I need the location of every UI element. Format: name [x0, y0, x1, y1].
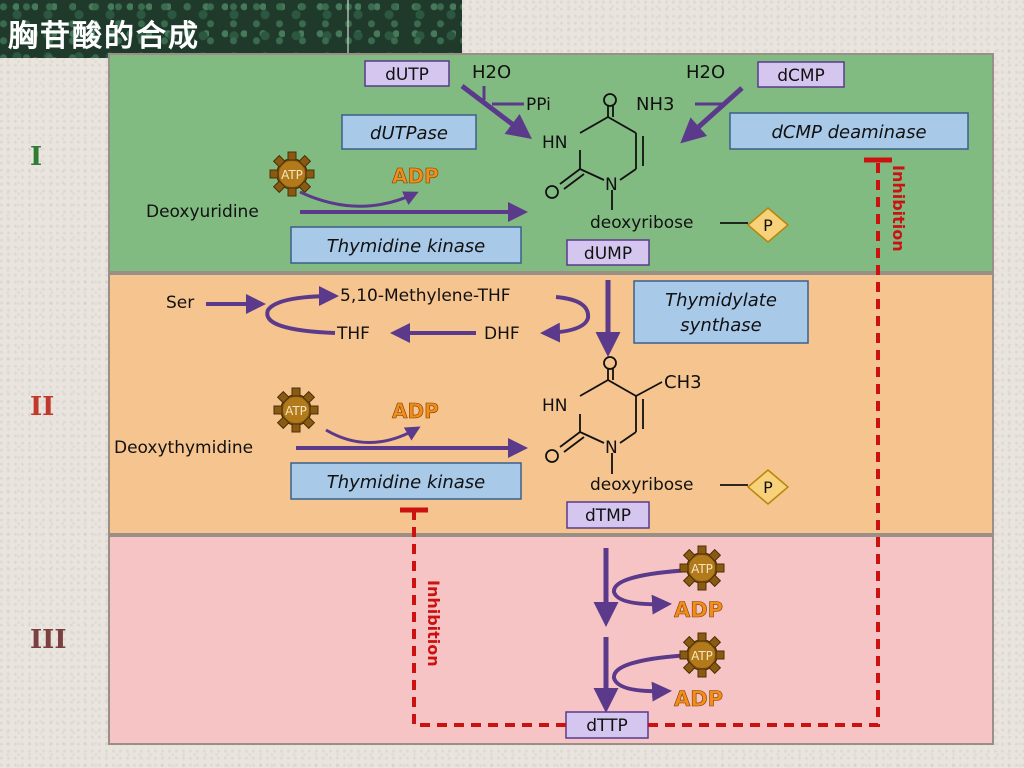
title-divider: [347, 0, 349, 58]
dutp-to-dump-arrow: [460, 84, 532, 140]
dump-deoxyribose-label: deoxyribose: [590, 213, 693, 233]
atp-gear-icon-iii-a: ATP: [679, 545, 725, 591]
thymidine-kinase-label-i: Thymidine kinase: [327, 236, 486, 257]
dttp-label: dTTP: [586, 716, 628, 736]
atp-gear-icon-ii: ATP: [273, 387, 319, 433]
h2o-label-left: H2O: [472, 62, 511, 83]
dtmp-box: dTMP: [566, 501, 650, 529]
section-label-iii: III: [30, 625, 67, 655]
thymine-hn-label: HN: [542, 396, 568, 416]
thymine-ring-structure: [559, 369, 663, 474]
dutp-label: dUTP: [385, 65, 429, 85]
dcmp-label: dCMP: [777, 66, 825, 86]
inhibition-line-dcmp-deaminase: [648, 162, 880, 727]
dcmp-box: dCMP: [757, 61, 845, 88]
dtmp-deoxyribose-label: deoxyribose: [590, 475, 693, 495]
thf-label: THF: [336, 324, 370, 344]
methylene-thf-to-dhf-arrow: [540, 295, 591, 343]
dutpase-box: dUTPase: [341, 114, 477, 150]
atp-gear-iii-a-label: ATP: [691, 562, 713, 576]
inhibition-line-thymidine-kinase: [412, 512, 566, 727]
oxygen-atom-top: [603, 93, 617, 107]
ser-label: Ser: [166, 293, 194, 313]
thymidine-kinase-box-i: Thymidine kinase: [290, 226, 522, 264]
thymidine-kinase-label-ii: Thymidine kinase: [327, 472, 486, 493]
uracil-ring-structure: [559, 106, 644, 210]
thymidylate-synthase-line1: Thymidylate: [665, 290, 777, 311]
dump-phosphate-diamond: P: [746, 207, 790, 243]
atp-to-adp-arrow-iii-b: [612, 653, 691, 702]
dtmp-phosphate-label: P: [763, 478, 773, 497]
inhibition-label-iii: Inhibition: [424, 580, 443, 667]
inhibition-label-i: Inhibition: [889, 165, 908, 252]
nh3-label: NH3: [636, 94, 674, 115]
adp-label-iii-a: ADP: [674, 598, 723, 622]
methyl-group-label: CH3: [664, 372, 702, 393]
thf-to-methylene-thf-arrow: [265, 286, 339, 335]
atp-to-adp-arrow-i: [299, 190, 419, 208]
atp-gear-icon-i: ATP: [269, 151, 315, 197]
dtmp-phosphate-diamond: P: [746, 469, 790, 505]
oxygen-atom-left: [545, 185, 559, 199]
methylene-thf-label: 5,10-Methylene-THF: [340, 286, 511, 306]
deoxythymidine-label: Deoxythymidine: [114, 438, 253, 458]
h2o-label-right: H2O: [686, 62, 725, 83]
thymine-oxygen-top: [603, 356, 617, 370]
dump-phosphate-label: P: [763, 216, 773, 235]
dttp-box: dTTP: [565, 711, 649, 739]
thymine-oxygen-left: [545, 449, 559, 463]
adp-label-i: ADP: [392, 164, 439, 188]
dutp-box: dUTP: [364, 60, 450, 87]
atp-gear-iii-b-label: ATP: [691, 649, 713, 663]
adp-label-iii-b: ADP: [674, 687, 723, 711]
dcmp-deaminase-label: dCMP deaminase: [771, 122, 926, 143]
atp-gear-ii-label: ATP: [285, 404, 307, 418]
dump-box: dUMP: [566, 239, 650, 266]
dtmp-label: dTMP: [585, 506, 631, 526]
thymidylate-synthase-line2: synthase: [680, 315, 761, 336]
thymine-n-label: N: [605, 438, 618, 458]
thymidine-kinase-box-ii: Thymidine kinase: [290, 462, 522, 500]
panel-iii: [108, 535, 994, 745]
adp-label-ii: ADP: [392, 399, 439, 423]
atp-to-adp-arrow-iii-a: [612, 568, 691, 615]
atp-gear-icon-iii-b: ATP: [679, 632, 725, 678]
title-bar: [0, 0, 462, 58]
dhf-label: DHF: [484, 324, 520, 344]
uracil-n-label: N: [605, 175, 618, 195]
panel-i: [108, 53, 994, 273]
dutpase-label: dUTPase: [370, 123, 448, 144]
section-label-i: I: [30, 142, 43, 172]
uracil-hn-label: HN: [542, 133, 568, 153]
ppi-label: PPi: [526, 95, 551, 115]
dump-label: dUMP: [584, 244, 632, 264]
page-title: 胸苷酸的合成: [8, 19, 200, 54]
thymidylate-synthase-box: Thymidylate synthase: [633, 280, 809, 344]
panel-ii: [108, 273, 994, 535]
atp-to-adp-arrow-ii: [325, 426, 421, 444]
dcmp-deaminase-box: dCMP deaminase: [729, 112, 969, 150]
deoxyuridine-label: Deoxyuridine: [146, 202, 259, 222]
atp-gear-i-label: ATP: [281, 168, 303, 182]
dcmp-to-dump-arrow: [680, 86, 744, 144]
section-label-ii: II: [30, 392, 55, 422]
